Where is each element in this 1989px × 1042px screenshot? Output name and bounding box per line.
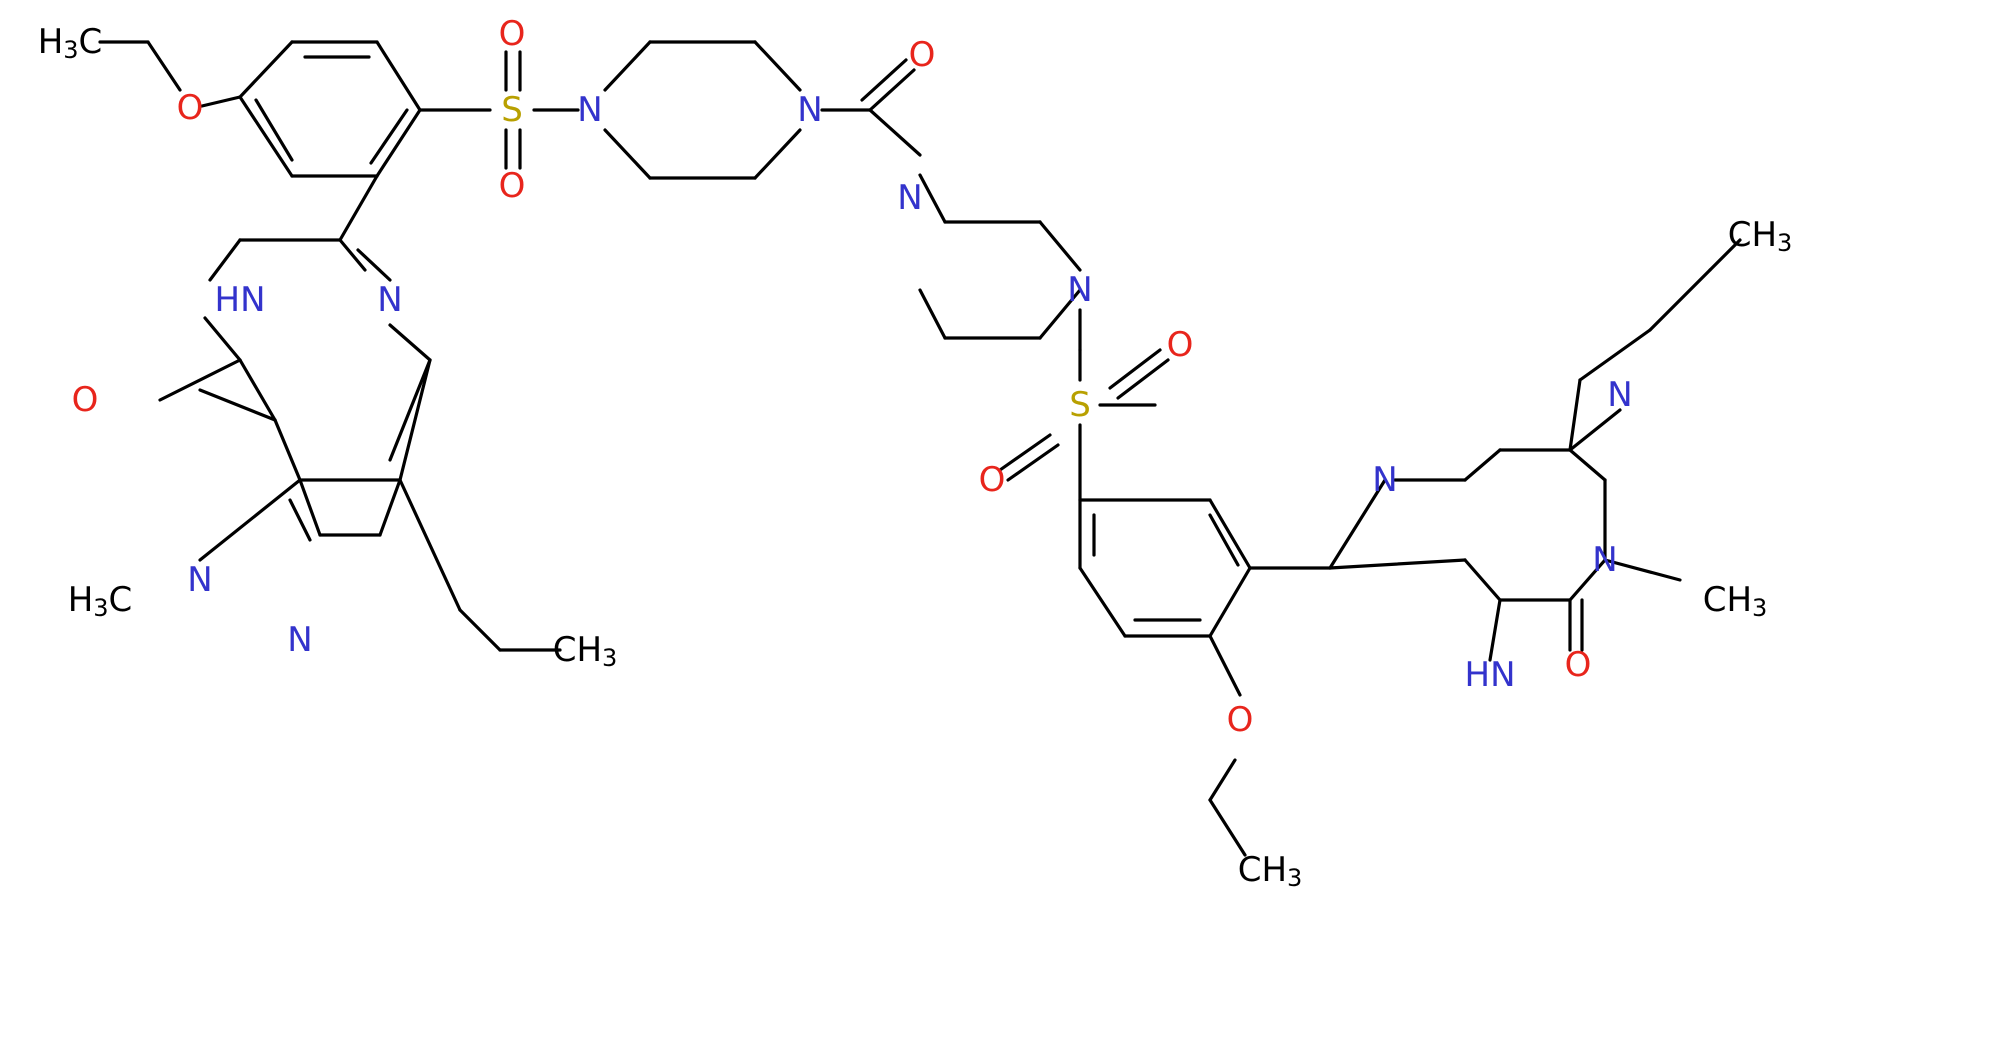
bond-core-right (1463, 558, 1502, 602)
bond-benzene-left (369, 108, 409, 165)
bond-benzene-left (238, 95, 294, 178)
bond-piperazine-left (603, 128, 652, 180)
bond-core-right (1568, 558, 1607, 602)
bond-core-left (388, 323, 432, 362)
atom-label-n-pyrimidine-right: N (1372, 460, 1397, 500)
bond-benzene-left (238, 40, 294, 99)
atom-label-o-keto-left: O (72, 380, 99, 420)
bond-core-right (1463, 448, 1502, 482)
bond-piperazine-right (918, 173, 947, 224)
atom-label-o-s-right-bottom: O (979, 460, 1006, 500)
atom-label-o-keto-right: O (1565, 645, 1592, 685)
atom-label-o-ethoxy-right: O (1227, 700, 1254, 740)
bond-core-left (208, 238, 242, 282)
atom-label-n-pip2-top: N (897, 178, 922, 218)
bond-sulfonyl-right (1116, 358, 1170, 400)
atom-label-o-s-left-top: O (499, 14, 526, 54)
bond-core-left (388, 358, 432, 462)
bond-core-left (273, 418, 302, 482)
bond-core-left (203, 316, 242, 362)
atom-label-n-pip1-left: N (577, 90, 602, 130)
atom-label-s-left: S (501, 90, 523, 130)
bond-piperazine-left (753, 40, 802, 92)
bond-piperazine-right (918, 288, 947, 340)
bond-benzene-left (375, 40, 422, 112)
bond-benzene-right (1208, 566, 1252, 638)
bond-core-left (298, 478, 322, 537)
bond-core-left (198, 388, 277, 422)
bond-benzene-left (254, 98, 294, 162)
atom-label-o-s-left-bottom: O (499, 166, 526, 206)
bond-core-left (158, 358, 242, 402)
bond-ethoxy-right (1208, 798, 1247, 857)
atom-label-o-carbonyl: O (909, 35, 936, 75)
bond-propyl-right (1578, 328, 1652, 382)
bond-carbonyl (868, 68, 916, 112)
atom-label-n1-pyrazole-left: N (187, 560, 212, 600)
atom-label-ch3-ethoxy-right: CH3 (1238, 850, 1303, 892)
atom-label-n2-pyrazole-left: N (287, 620, 312, 660)
atom-label-ch3-nmethyl-left: H3C (68, 580, 133, 622)
bond-core-left (398, 358, 432, 482)
bond-core-left (238, 358, 277, 422)
bond-core-left (356, 248, 392, 282)
bond-core-left (338, 238, 367, 272)
bond-core-right (1488, 598, 1502, 662)
bond-core-left (198, 478, 302, 562)
bond-core-left (338, 174, 379, 242)
atom-label-nh-left: HN (215, 280, 266, 320)
bond-benzene-right (1078, 566, 1127, 638)
bond-ethoxy-left (200, 95, 242, 108)
bond-core-right (1328, 558, 1467, 570)
bond-layer (98, 40, 1742, 857)
bond-propyl-left (458, 608, 502, 652)
bond-benzene-right (1208, 498, 1252, 570)
bond-ethoxy-right (1208, 758, 1237, 802)
atom-label-ch3-nmethyl-right: CH3 (1703, 580, 1768, 622)
atom-label-n2-pyrazole-right: N (1607, 375, 1632, 415)
atom-label-o-ethoxy-left: O (177, 88, 204, 128)
bond-piperazine-left (753, 128, 802, 180)
bond-propyl-right (1568, 378, 1582, 452)
bond-piperazine-left (603, 40, 652, 92)
atom-label-n1-pyrazole-right: N (1592, 540, 1617, 580)
bond-core-right (1328, 478, 1387, 570)
bond-core-left (288, 498, 312, 542)
atom-label-nh-right: HN (1465, 655, 1516, 695)
atom-label-ch3-propyl-right: CH3 (1728, 215, 1793, 257)
atom-label-ch3-propyl-left: CH3 (553, 630, 618, 672)
bond-carbonyl (860, 58, 908, 102)
bond-sulfonyl-right (998, 433, 1052, 472)
bond-propyl-right (1708, 238, 1742, 272)
bond-ethoxy-right (1208, 634, 1242, 697)
bond-piperazine-right (1038, 288, 1082, 340)
bond-ethoxy-left (146, 40, 182, 92)
atom-label-s-right: S (1069, 385, 1091, 425)
bond-core-right (1603, 558, 1682, 582)
atom-label-n-pip2-bottom: N (1067, 270, 1092, 310)
bond-sulfonyl-right (1108, 348, 1162, 390)
bond-propyl-left (398, 478, 462, 612)
atom-label-n-pyrimidine-left: N (377, 280, 402, 320)
bond-benzene-left (375, 108, 422, 178)
bond-carbonyl (868, 108, 922, 157)
bond-core-left (378, 478, 402, 537)
atom-label-ch3-ethoxy-left: H3C (38, 22, 103, 64)
bond-propyl-right (1648, 268, 1712, 332)
bond-sulfonyl-right (1006, 443, 1060, 482)
bond-core-right (1568, 448, 1607, 482)
bond-core-right (1568, 408, 1622, 452)
bond-piperazine-right (1038, 220, 1082, 272)
bond-benzene-right (1208, 513, 1240, 567)
atom-label-n-pip1-right: N (797, 90, 822, 130)
atom-label-o-s-right-top: O (1167, 325, 1194, 365)
